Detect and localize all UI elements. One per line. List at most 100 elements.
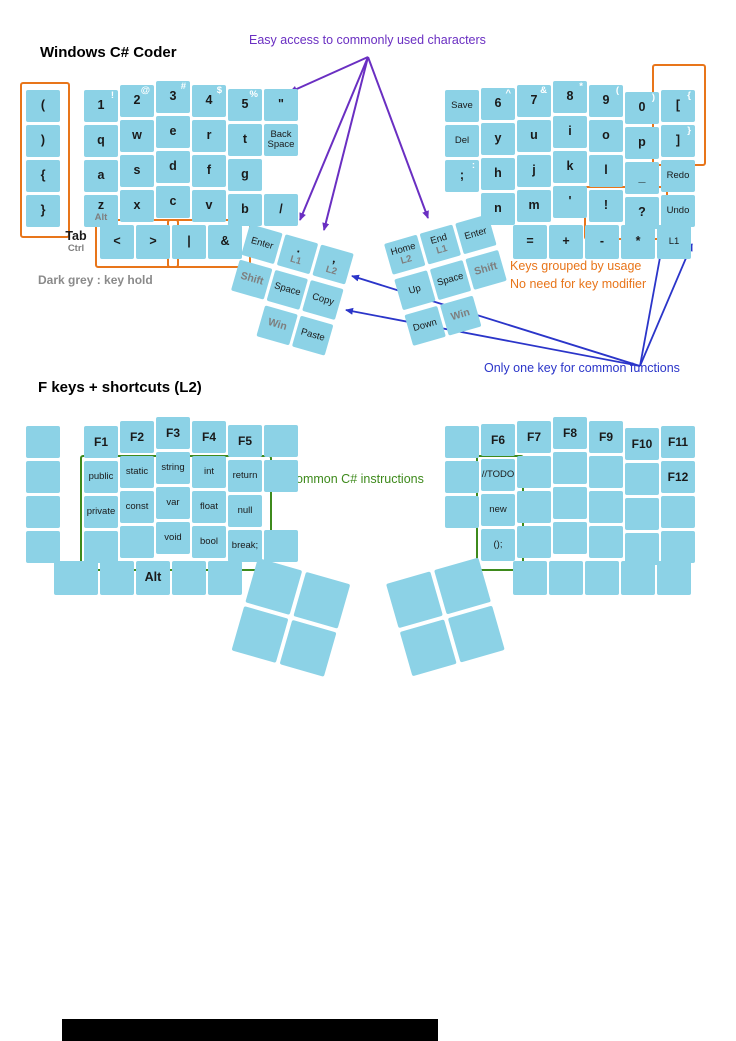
key-blank[interactable] — [625, 498, 659, 530]
key-blank[interactable] — [245, 558, 303, 615]
key-2[interactable]: @2 — [120, 85, 154, 117]
key-blank[interactable] — [553, 522, 587, 554]
key-b[interactable]: b — [228, 194, 262, 226]
key-blank[interactable] — [279, 619, 337, 677]
key-redo[interactable]: Redo — [661, 160, 695, 192]
key-exclamation[interactable]: ! — [589, 190, 623, 222]
key-blank[interactable] — [553, 487, 587, 519]
key-blank[interactable] — [26, 426, 60, 458]
key-f4[interactable]: F4 — [192, 421, 226, 453]
key-space[interactable]: Space — [266, 269, 309, 310]
key-x[interactable]: x — [120, 190, 154, 222]
key-3[interactable]: #3 — [156, 81, 190, 113]
key-copy[interactable]: Copy — [302, 279, 344, 321]
key-5[interactable]: %5 — [228, 89, 262, 121]
key-4[interactable]: $4 — [192, 85, 226, 117]
key-bool[interactable]: bool — [192, 526, 226, 558]
key-blank[interactable] — [399, 619, 457, 677]
key-v[interactable]: v — [192, 190, 226, 222]
key-s[interactable]: s — [120, 155, 154, 187]
key-save[interactable]: Save — [445, 90, 479, 122]
key-del[interactable]: Del — [445, 125, 479, 157]
key-blank[interactable] — [120, 526, 154, 558]
key-blank[interactable] — [625, 533, 659, 565]
key-apostrophe[interactable]: ' — [553, 186, 587, 218]
key-blank[interactable] — [264, 425, 298, 457]
key-blank[interactable] — [84, 531, 118, 563]
key-blank[interactable]: }] — [661, 125, 695, 157]
key-blank[interactable] — [657, 561, 691, 595]
key-blank[interactable] — [434, 557, 491, 615]
key-int[interactable]: int — [192, 456, 226, 488]
key-blank[interactable] — [517, 456, 551, 488]
key-6[interactable]: ^6 — [481, 88, 515, 120]
key-space[interactable]: Space — [429, 259, 472, 301]
key-u[interactable]: u — [517, 120, 551, 152]
key-slash[interactable]: / — [264, 194, 298, 226]
key-f5[interactable]: F5 — [228, 425, 262, 457]
key-blank[interactable] — [553, 452, 587, 484]
key-private[interactable]: private — [84, 496, 118, 528]
key-f11[interactable]: F11 — [661, 426, 695, 458]
key-ampersand[interactable]: & — [208, 225, 242, 259]
key-1[interactable]: !1 — [84, 90, 118, 122]
key-blank[interactable] — [625, 463, 659, 495]
key-g[interactable]: g — [228, 159, 262, 191]
key-back-space[interactable]: Back Space — [264, 124, 298, 156]
key-blank[interactable] — [26, 531, 60, 563]
key-period[interactable]: .L1 — [276, 234, 319, 275]
key-r[interactable]: r — [192, 120, 226, 152]
key-f6[interactable]: F6 — [481, 424, 515, 456]
key-blank[interactable] — [661, 531, 695, 563]
key-blank[interactable] — [26, 461, 60, 493]
key-blank[interactable] — [208, 561, 242, 595]
key-l[interactable]: l — [589, 155, 623, 187]
key-blank[interactable] — [445, 496, 479, 528]
key-blank[interactable] — [589, 491, 623, 523]
key-f10[interactable]: F10 — [625, 428, 659, 460]
key-blank[interactable] — [621, 561, 655, 595]
key-f12[interactable]: F12 — [661, 461, 695, 493]
key-blank[interactable] — [445, 461, 479, 493]
key-blank[interactable] — [589, 456, 623, 488]
key-open-paren[interactable]: ( — [26, 90, 60, 122]
key-q[interactable]: q — [84, 125, 118, 157]
key-enter[interactable]: Enter — [241, 224, 283, 265]
key-blank[interactable] — [517, 491, 551, 523]
key-d[interactable]: d — [156, 151, 190, 183]
key-minus[interactable]: - — [585, 225, 619, 259]
key-undo[interactable]: Undo — [661, 195, 695, 227]
key-w[interactable]: w — [120, 120, 154, 152]
key-0[interactable]: )0 — [625, 92, 659, 124]
key-m[interactable]: m — [517, 190, 551, 222]
key-public[interactable]: public — [84, 461, 118, 493]
key-f9[interactable]: F9 — [589, 421, 623, 453]
key-blank[interactable] — [54, 561, 98, 595]
key-enter[interactable]: Enter — [455, 214, 497, 255]
key-y[interactable]: y — [481, 123, 515, 155]
key-greater-than[interactable]: > — [136, 225, 170, 259]
key-shift[interactable]: Shift — [230, 259, 273, 300]
key-comma[interactable]: ,L2 — [312, 244, 354, 285]
key-blank[interactable] — [513, 561, 547, 595]
key-new[interactable]: new — [481, 494, 515, 526]
key-f[interactable]: f — [192, 155, 226, 187]
key-underscore[interactable]: _ — [625, 162, 659, 194]
key-blank[interactable] — [589, 526, 623, 558]
key-call-parens[interactable]: (); — [481, 529, 515, 561]
key-blank[interactable] — [517, 526, 551, 558]
key-paste[interactable]: Paste — [291, 315, 334, 356]
key-f1[interactable]: F1 — [84, 426, 118, 458]
key-blank[interactable] — [549, 561, 583, 595]
key-t[interactable]: t — [228, 124, 262, 156]
key-f7[interactable]: F7 — [517, 421, 551, 453]
key-double-quote[interactable]: " — [264, 89, 298, 121]
key-blank[interactable] — [585, 561, 619, 595]
key-h[interactable]: h — [481, 158, 515, 190]
key-win[interactable]: Win — [439, 295, 482, 336]
key-shift[interactable]: Shift — [465, 249, 507, 290]
key-plus[interactable]: + — [549, 225, 583, 259]
key-asterisk[interactable]: * — [621, 225, 655, 259]
